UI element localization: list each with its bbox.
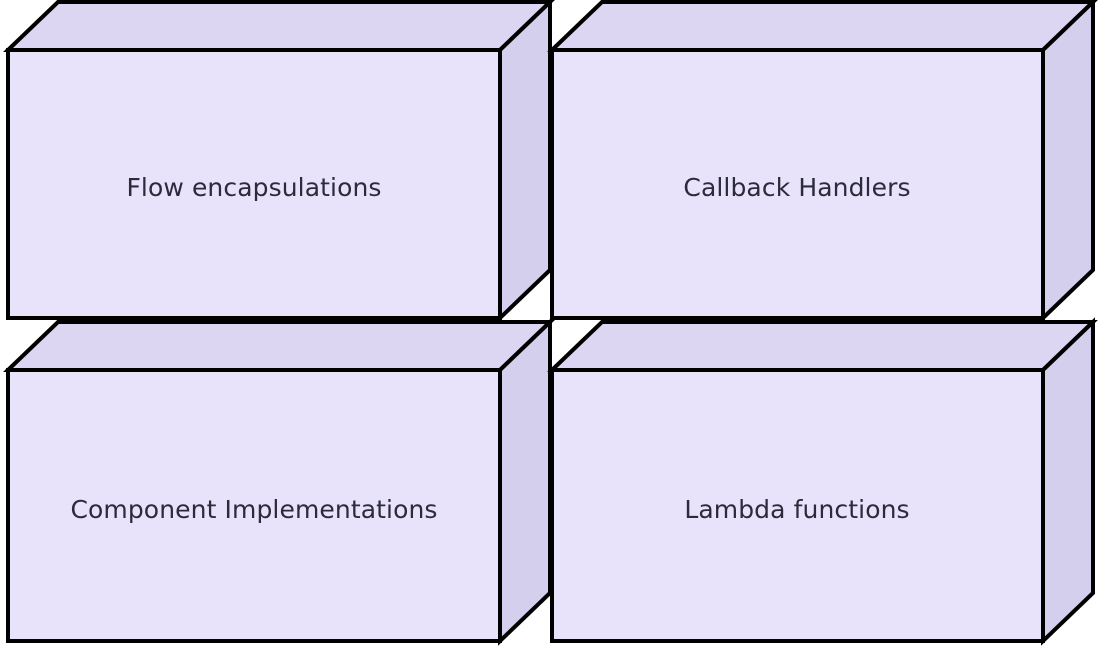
box-flow-encapsulations-label: Flow encapsulations bbox=[126, 173, 381, 202]
box-lambda-functions-top-face bbox=[547, 320, 1098, 372]
box-lambda-functions-side-face bbox=[1041, 317, 1095, 646]
box-flow-encapsulations[interactable]: Flow encapsulations bbox=[3, 0, 555, 323]
box-lambda-functions-label: Lambda functions bbox=[684, 495, 909, 524]
box-callback-handlers-front-face bbox=[550, 48, 1045, 320]
box-flow-encapsulations-top-face bbox=[3, 0, 555, 52]
box-flow-encapsulations-front-face bbox=[6, 48, 502, 320]
box-component-implementations-label: Component Implementations bbox=[70, 495, 437, 524]
box-callback-handlers-top-face bbox=[547, 0, 1098, 52]
box-component-implementations-side-face bbox=[498, 317, 552, 646]
box-component-implementations-top-face bbox=[3, 320, 555, 372]
box-flow-encapsulations-side-face bbox=[498, 0, 552, 323]
box-callback-handlers[interactable]: Callback Handlers bbox=[547, 0, 1098, 323]
box-lambda-functions-front-face bbox=[550, 368, 1045, 643]
box-component-implementations-front-face bbox=[6, 368, 502, 643]
box-lambda-functions[interactable]: Lambda functions bbox=[547, 317, 1098, 646]
box-callback-handlers-label: Callback Handlers bbox=[683, 173, 910, 202]
box-component-implementations[interactable]: Component Implementations bbox=[3, 317, 555, 646]
box-callback-handlers-side-face bbox=[1041, 0, 1095, 323]
